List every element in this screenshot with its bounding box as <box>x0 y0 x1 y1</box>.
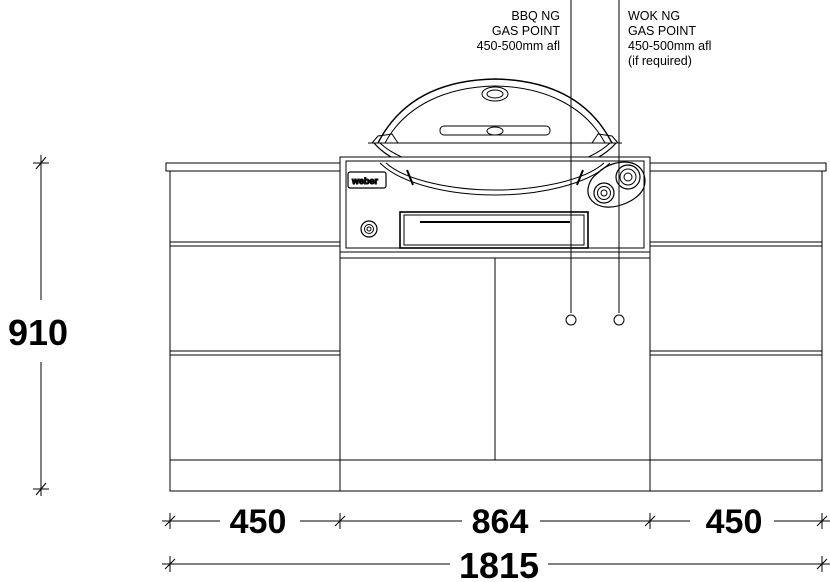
drip-tray <box>399 211 589 249</box>
wok-gas-note: WOK NG GAS POINT 450-500mm afl (if requi… <box>628 9 711 68</box>
wok-gas-point-marker <box>613 314 625 326</box>
bbq-gas-note-line-2: GAS POINT <box>492 24 560 38</box>
gas-point-leaders <box>565 0 625 326</box>
burner-control-knobs-icon <box>587 161 646 208</box>
bbq-gas-note: BBQ NG GAS POINT 450-500mm afl <box>477 9 561 53</box>
weber-logo-text: weber <box>351 176 379 186</box>
weber-logo <box>347 171 387 189</box>
bbq-module-width-label: 864 <box>472 503 529 541</box>
module-width-dimensions <box>162 513 830 529</box>
bbq-gas-note-line-3: 450-500mm afl <box>477 39 560 53</box>
bbq-gas-point-marker <box>565 314 577 326</box>
overall-width-dimension <box>162 556 830 572</box>
wok-gas-note-line-2: GAS POINT <box>628 24 696 38</box>
ignition-knob-icon <box>360 220 378 238</box>
bbq-control-panel: weber <box>339 156 651 253</box>
left-cabinet-width-label: 450 <box>230 503 287 541</box>
wok-gas-note-line-1: WOK NG <box>628 9 680 23</box>
overall-width-label: 1815 <box>459 545 539 582</box>
wok-gas-note-line-3: 450-500mm afl <box>628 39 711 53</box>
right-cabinet-width-label: 450 <box>706 503 763 541</box>
bbq-gas-note-line-1: BBQ NG <box>511 9 560 23</box>
wok-gas-note-line-4: (if required) <box>628 54 692 68</box>
height-dimension <box>33 155 49 496</box>
height-dimension-label: 910 <box>8 312 68 353</box>
